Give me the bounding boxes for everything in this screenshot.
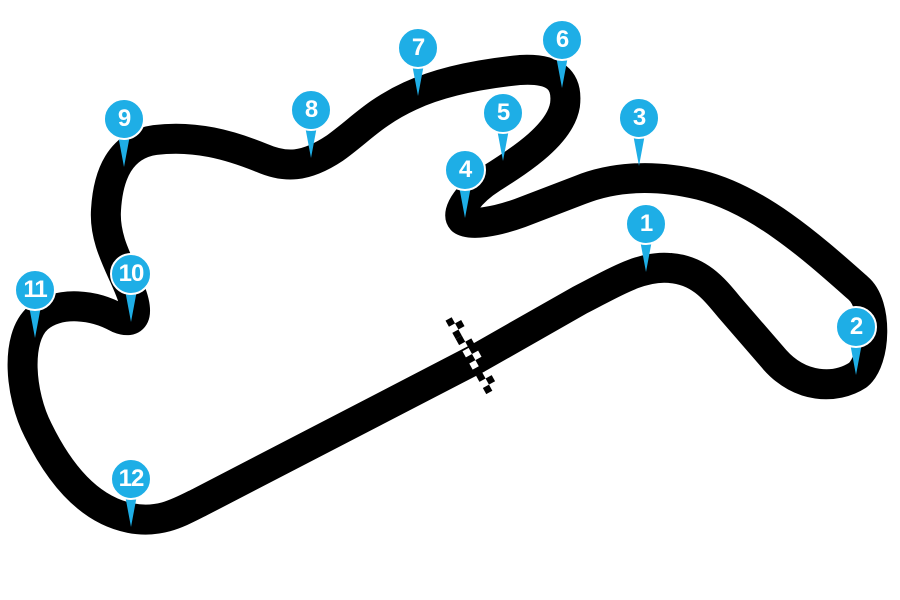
turn-marker-9: 9 [102,97,146,167]
turn-marker-12: 12 [109,457,153,527]
turn-marker-8: 8 [289,88,333,158]
map-pin-icon [618,97,660,166]
map-pin-icon [14,269,56,338]
turn-number: 9 [117,105,131,132]
turn-marker-1: 1 [624,202,668,272]
map-pin-icon [110,253,152,322]
turn-marker-3: 3 [617,96,661,166]
turn-number: 5 [496,99,510,126]
map-pin-icon [110,458,152,527]
turn-number: 2 [849,313,863,340]
turn-marker-7: 7 [396,26,440,96]
map-pin-icon [103,98,145,167]
map-pin-icon [625,203,667,272]
turn-number: 10 [118,260,145,287]
turn-number: 4 [458,156,472,183]
turn-number: 12 [118,465,145,492]
turn-marker-4: 4 [443,148,487,218]
start-finish-line [445,317,496,395]
turn-number: 1 [639,210,653,237]
turn-number: 7 [411,34,425,61]
map-pin-icon [835,306,877,375]
turn-number: 8 [304,96,318,123]
turn-marker-10: 10 [109,252,153,322]
turn-marker-5: 5 [481,91,525,161]
map-pin-icon [482,92,524,161]
map-pin-icon [290,89,332,158]
turn-number: 3 [632,104,646,131]
turn-number: 11 [23,276,47,303]
map-pin-icon [444,149,486,218]
map-pin-icon [541,19,583,88]
turn-marker-6: 6 [540,18,584,88]
turn-marker-2: 2 [834,305,878,375]
turn-marker-11: 11 [13,268,57,338]
map-pin-icon [397,27,439,96]
turn-number: 6 [555,26,569,53]
